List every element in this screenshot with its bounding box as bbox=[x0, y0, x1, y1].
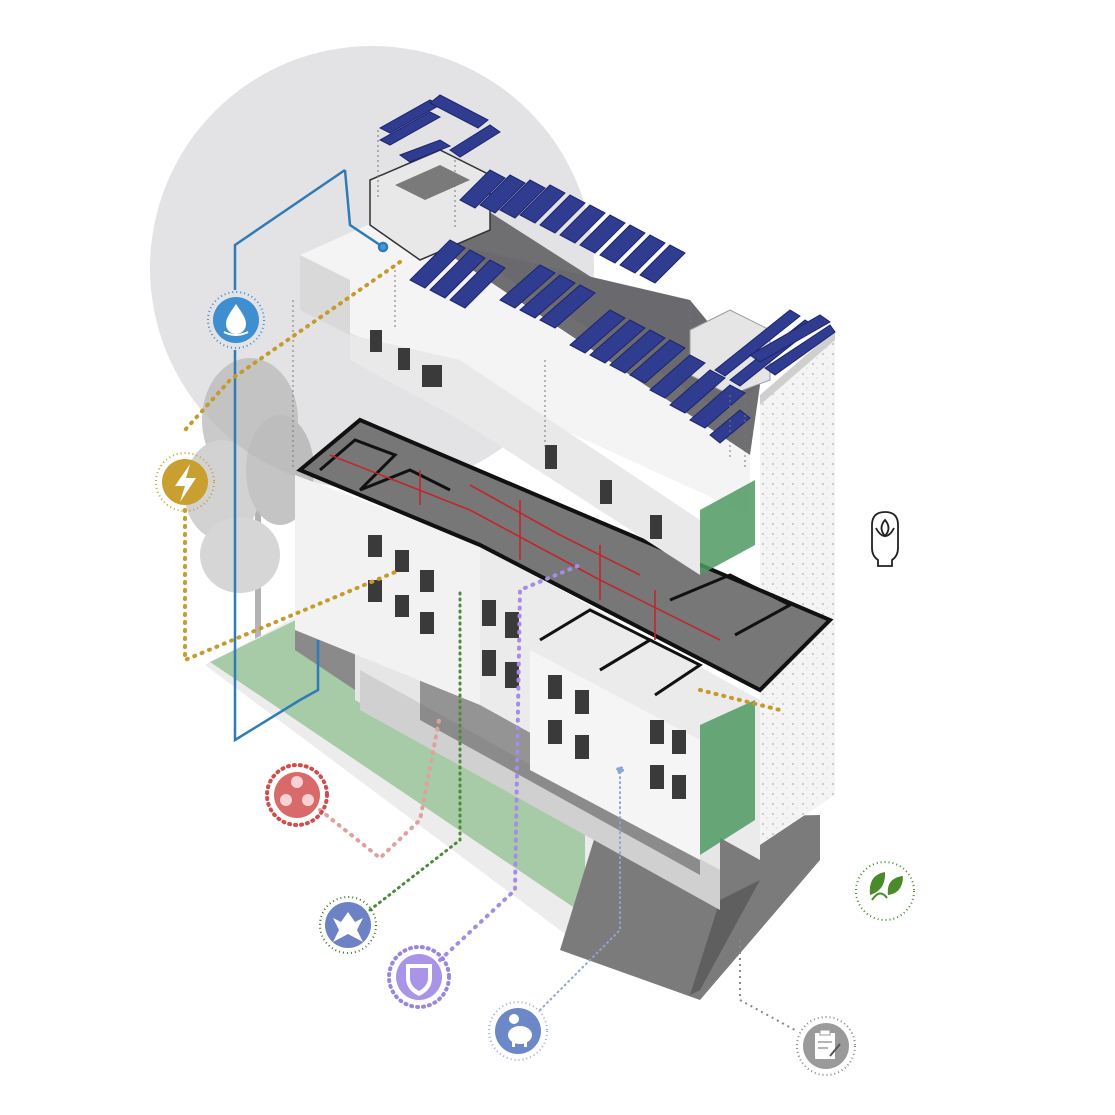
water-line bbox=[233, 168, 389, 743]
red-pipes bbox=[329, 454, 721, 641]
lightning-icon bbox=[155, 452, 215, 512]
butterfly-icon bbox=[319, 896, 377, 954]
doc-line bbox=[739, 940, 796, 1031]
solar-panels bbox=[378, 94, 836, 444]
head-wellness-icon bbox=[871, 511, 899, 567]
tree bbox=[184, 358, 314, 640]
energy-line bbox=[183, 260, 782, 712]
piggy-bank-icon bbox=[488, 1001, 548, 1061]
health-icon bbox=[265, 763, 329, 827]
leaf-icon bbox=[855, 861, 915, 921]
lower-block bbox=[295, 417, 834, 860]
leader-lines bbox=[292, 130, 746, 470]
side-tower bbox=[760, 330, 835, 845]
water-drop-icon bbox=[207, 291, 265, 349]
nature-line bbox=[368, 588, 462, 912]
shield-icon bbox=[387, 945, 451, 1009]
clipboard-icon bbox=[796, 1016, 856, 1076]
finance-line bbox=[539, 766, 624, 1011]
health-line bbox=[318, 713, 442, 861]
